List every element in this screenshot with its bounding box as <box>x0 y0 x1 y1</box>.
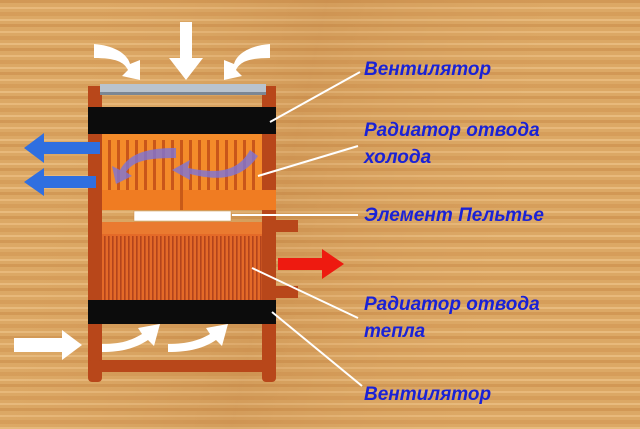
base-plate <box>88 360 276 372</box>
cold-radiator-fin <box>216 140 219 190</box>
air-flow-arrow-bottom-right <box>168 324 228 352</box>
cold-outflow-arrow-lower <box>24 168 96 196</box>
base-foot-left <box>88 360 102 382</box>
hot-radiator-fin <box>236 236 238 300</box>
hot-radiator-fin <box>112 236 114 300</box>
hot-radiator-fin <box>196 236 198 300</box>
air-intake-arrow-bottom-left <box>14 330 82 360</box>
hot-radiator-fin <box>136 236 138 300</box>
hot-radiator-fin <box>256 236 258 300</box>
hot-radiator-fin <box>128 236 130 300</box>
hot-radiator-fin <box>108 236 110 300</box>
peltier-element <box>133 210 232 222</box>
leader-line-cold-radiator <box>257 145 359 177</box>
cold-radiator-fin <box>144 140 147 190</box>
base-foot-right <box>262 360 276 382</box>
hot-radiator-fin <box>152 236 154 300</box>
hot-radiator-fin <box>116 236 118 300</box>
hot-radiator-fin <box>172 236 174 300</box>
hot-radiator-fin <box>260 236 262 300</box>
top-grille <box>100 84 266 94</box>
cold-radiator-fin <box>198 140 201 190</box>
air-intake-arrow-top-center <box>169 22 203 80</box>
hot-radiator-fin <box>140 236 142 300</box>
air-flow-arrow-bottom-center <box>102 324 160 352</box>
hot-radiator-fin <box>132 236 134 300</box>
cold-radiator-fin <box>153 140 156 190</box>
hot-radiator-fin <box>164 236 166 300</box>
label-fan-top: Вентилятор <box>364 59 492 80</box>
hot-radiator-fin <box>224 236 226 300</box>
hot-radiator-bracket <box>262 286 298 298</box>
leader-line-fan-top <box>269 71 361 123</box>
hot-radiator-fin <box>204 236 206 300</box>
leader-line-fan-bottom <box>271 311 363 387</box>
label-cold-radiator-line2: холода <box>364 147 432 168</box>
hot-radiator <box>102 234 262 300</box>
hot-radiator-fin <box>200 236 202 300</box>
cold-radiator-fin <box>117 140 120 190</box>
hot-radiator-fin <box>248 236 250 300</box>
cold-outflow-arrow-upper <box>24 133 100 163</box>
cold-flow-arrow-left <box>112 148 176 184</box>
label-hot-radiator-line2: тепла <box>364 321 426 342</box>
hot-radiator-fin <box>148 236 150 300</box>
hot-radiator-fin <box>240 236 242 300</box>
hot-radiator-fin <box>120 236 122 300</box>
label-hot-radiator-line1: Радиатор отвода <box>364 294 540 315</box>
peltier-bracket <box>262 220 298 232</box>
cold-radiator-fin <box>252 140 255 190</box>
hot-radiator-fin <box>232 236 234 300</box>
cold-radiator-fin <box>189 140 192 190</box>
hot-radiator-fin <box>184 236 186 300</box>
hot-radiator-fin <box>244 236 246 300</box>
hot-radiator-fin <box>160 236 162 300</box>
hot-radiator-fin <box>176 236 178 300</box>
hot-outflow-arrow <box>278 249 344 279</box>
cold-radiator-fin <box>162 140 165 190</box>
label-peltier: Элемент Пельтье <box>364 205 544 226</box>
cold-radiator-fin <box>207 140 210 190</box>
hot-radiator-fin <box>220 236 222 300</box>
top-fan <box>88 107 276 134</box>
bottom-fan <box>88 300 276 324</box>
hot-radiator-fins <box>104 236 262 300</box>
cold-radiator-fin <box>234 140 237 190</box>
frame-left-side <box>88 196 102 328</box>
air-intake-arrow-top-right <box>224 44 270 80</box>
hot-radiator-fin <box>168 236 170 300</box>
air-intake-arrow-top-left <box>94 44 140 80</box>
hot-radiator-fin <box>104 236 106 300</box>
hot-radiator-base <box>102 222 262 234</box>
hot-radiator-fin <box>192 236 194 300</box>
hot-radiator-fin <box>208 236 210 300</box>
hot-radiator-fin <box>212 236 214 300</box>
cold-radiator-fin <box>135 140 138 190</box>
leader-line-hot-radiator <box>251 267 359 319</box>
top-grille-edge <box>100 92 266 95</box>
cold-radiator-fin <box>171 140 174 190</box>
hot-radiator-fin <box>180 236 182 300</box>
hot-radiator-fin <box>188 236 190 300</box>
cold-radiator-base <box>102 190 276 210</box>
cold-radiator-base-divider <box>180 190 183 210</box>
hot-radiator-fin <box>156 236 158 300</box>
hot-radiator-fin <box>124 236 126 300</box>
cold-flow-arrow-right <box>172 150 258 180</box>
label-cold-radiator-line1: Радиатор отвода <box>364 120 540 141</box>
hot-radiator-fin <box>228 236 230 300</box>
hot-radiator-fin <box>144 236 146 300</box>
cold-radiator-fin <box>108 140 111 190</box>
cold-radiator-fin <box>225 140 228 190</box>
hot-radiator-fin <box>216 236 218 300</box>
label-fan-bottom: Вентилятор <box>364 384 492 405</box>
